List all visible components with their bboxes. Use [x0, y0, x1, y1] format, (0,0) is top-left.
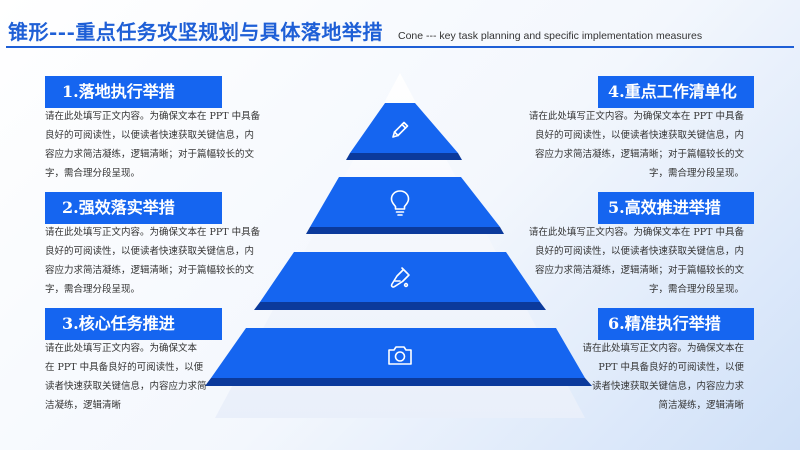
camera-icon [388, 346, 412, 365]
section-body-3: 请在此处填写正文内容。为确保文本在 PPT 中具备良好的可阅读性，以便读者快速获… [45, 343, 207, 411]
section-title-5: 5.高效推进举措 [598, 192, 754, 224]
lightbulb-icon [390, 190, 410, 216]
section-title-3: 3.核心任务推进 [45, 308, 222, 340]
section-body-2: 请在此处填写正文内容。为确保文本在 PPT 中具备良好的可阅读性，以便读者快速获… [45, 227, 261, 295]
flask-icon [390, 267, 410, 288]
section-title-1: 1.落地执行举措 [45, 76, 222, 108]
section-title-4: 4.重点工作清单化 [598, 76, 754, 108]
pyramid-band-1 [346, 103, 462, 160]
section-title-6: 6.精准执行举措 [598, 308, 754, 340]
page-subtitle: Cone --- key task planning and specific … [398, 30, 703, 42]
section-title-2: 2.强效落实举措 [45, 192, 222, 224]
title-underline [6, 46, 794, 48]
page-title: 锥形---重点任务攻坚规划与具体落地举措 [8, 20, 383, 44]
section-body-4: 请在此处填写正文内容。为确保文本在 PPT 中具备良好的可阅读性，以便读者快速获… [528, 111, 744, 179]
pencil-icon [392, 121, 409, 138]
pyramid-band-3 [254, 252, 546, 310]
pyramid-band-2 [306, 177, 504, 234]
section-body-1: 请在此处填写正文内容。为确保文本在 PPT 中具备良好的可阅读性，以便读者快速获… [45, 111, 261, 179]
section-body-5: 请在此处填写正文内容。为确保文本在 PPT 中具备良好的可阅读性，以便读者快速获… [528, 227, 744, 295]
